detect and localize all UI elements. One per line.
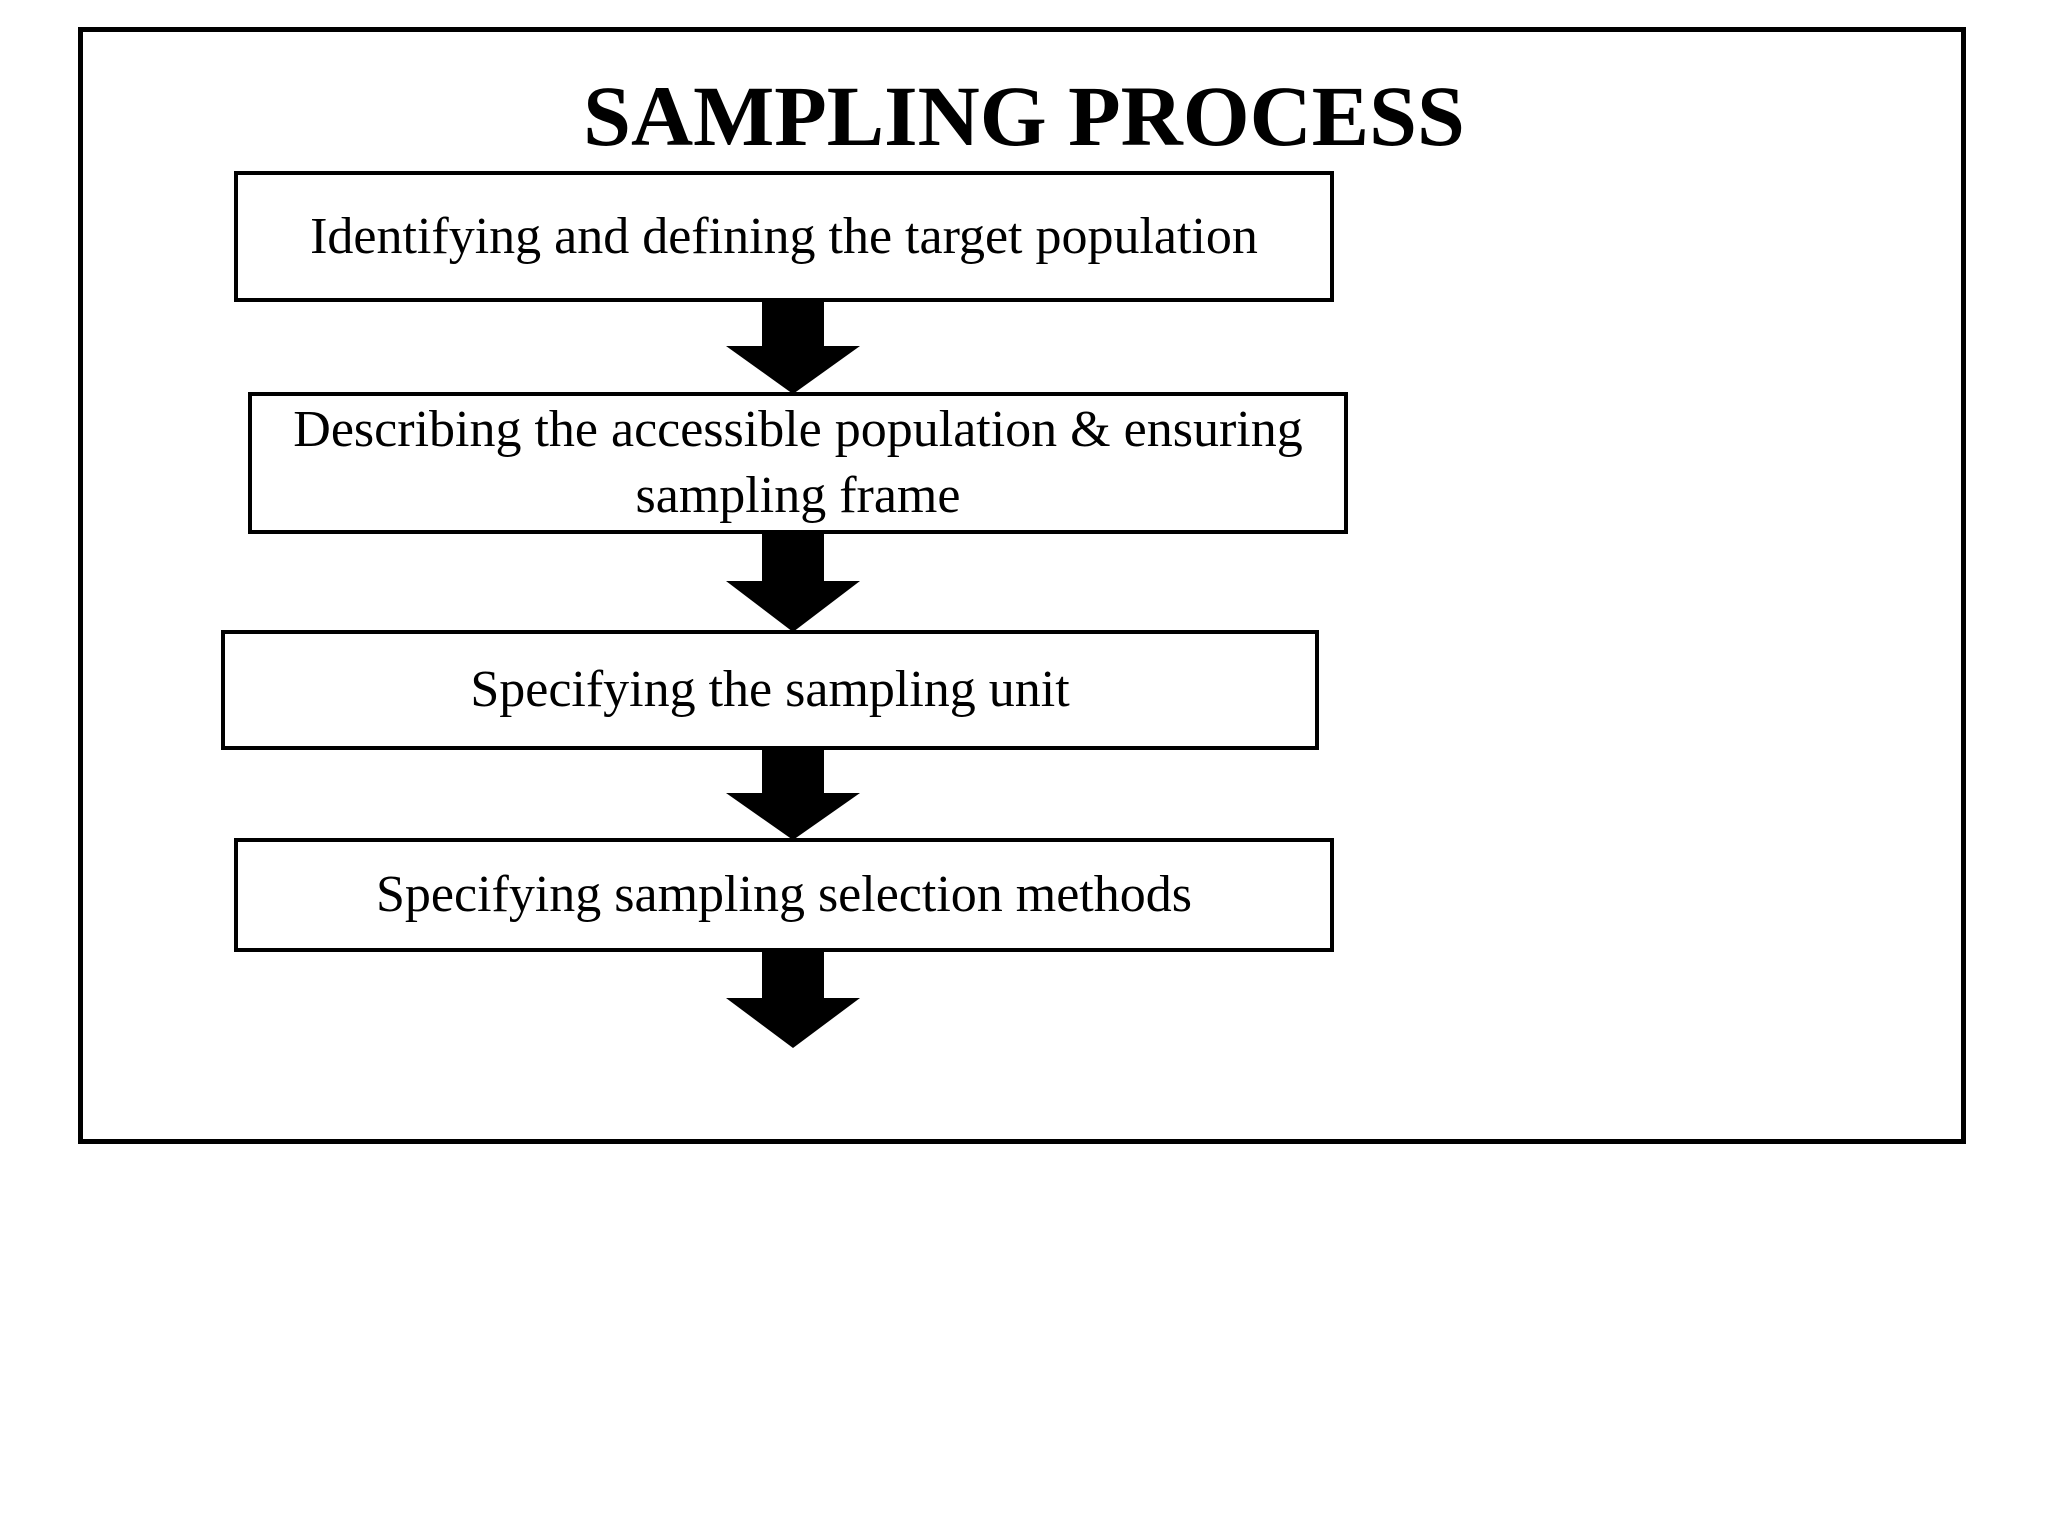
down-arrow-icon: [726, 300, 860, 394]
process-box-step-4[interactable]: Specifying sampling selection methods: [234, 838, 1334, 952]
process-box-label: Specifying sampling selection methods: [376, 866, 1192, 923]
process-box-step-1[interactable]: Identifying and defining the target popu…: [234, 171, 1334, 302]
down-arrow-icon: [726, 950, 860, 1048]
page-title: SAMPLING PROCESS: [583, 68, 1465, 164]
process-box-label: Identifying and defining the target popu…: [310, 207, 1258, 265]
down-arrow-icon: [726, 748, 860, 840]
process-box-step-3[interactable]: Specifying the sampling unit: [221, 630, 1319, 750]
down-arrow-icon: [726, 532, 860, 632]
process-box-step-2[interactable]: Describing the accessible population & e…: [248, 392, 1348, 534]
process-box-label: Specifying the sampling unit: [470, 661, 1070, 718]
process-box-label: Describing the accessible population & e…: [293, 401, 1303, 524]
